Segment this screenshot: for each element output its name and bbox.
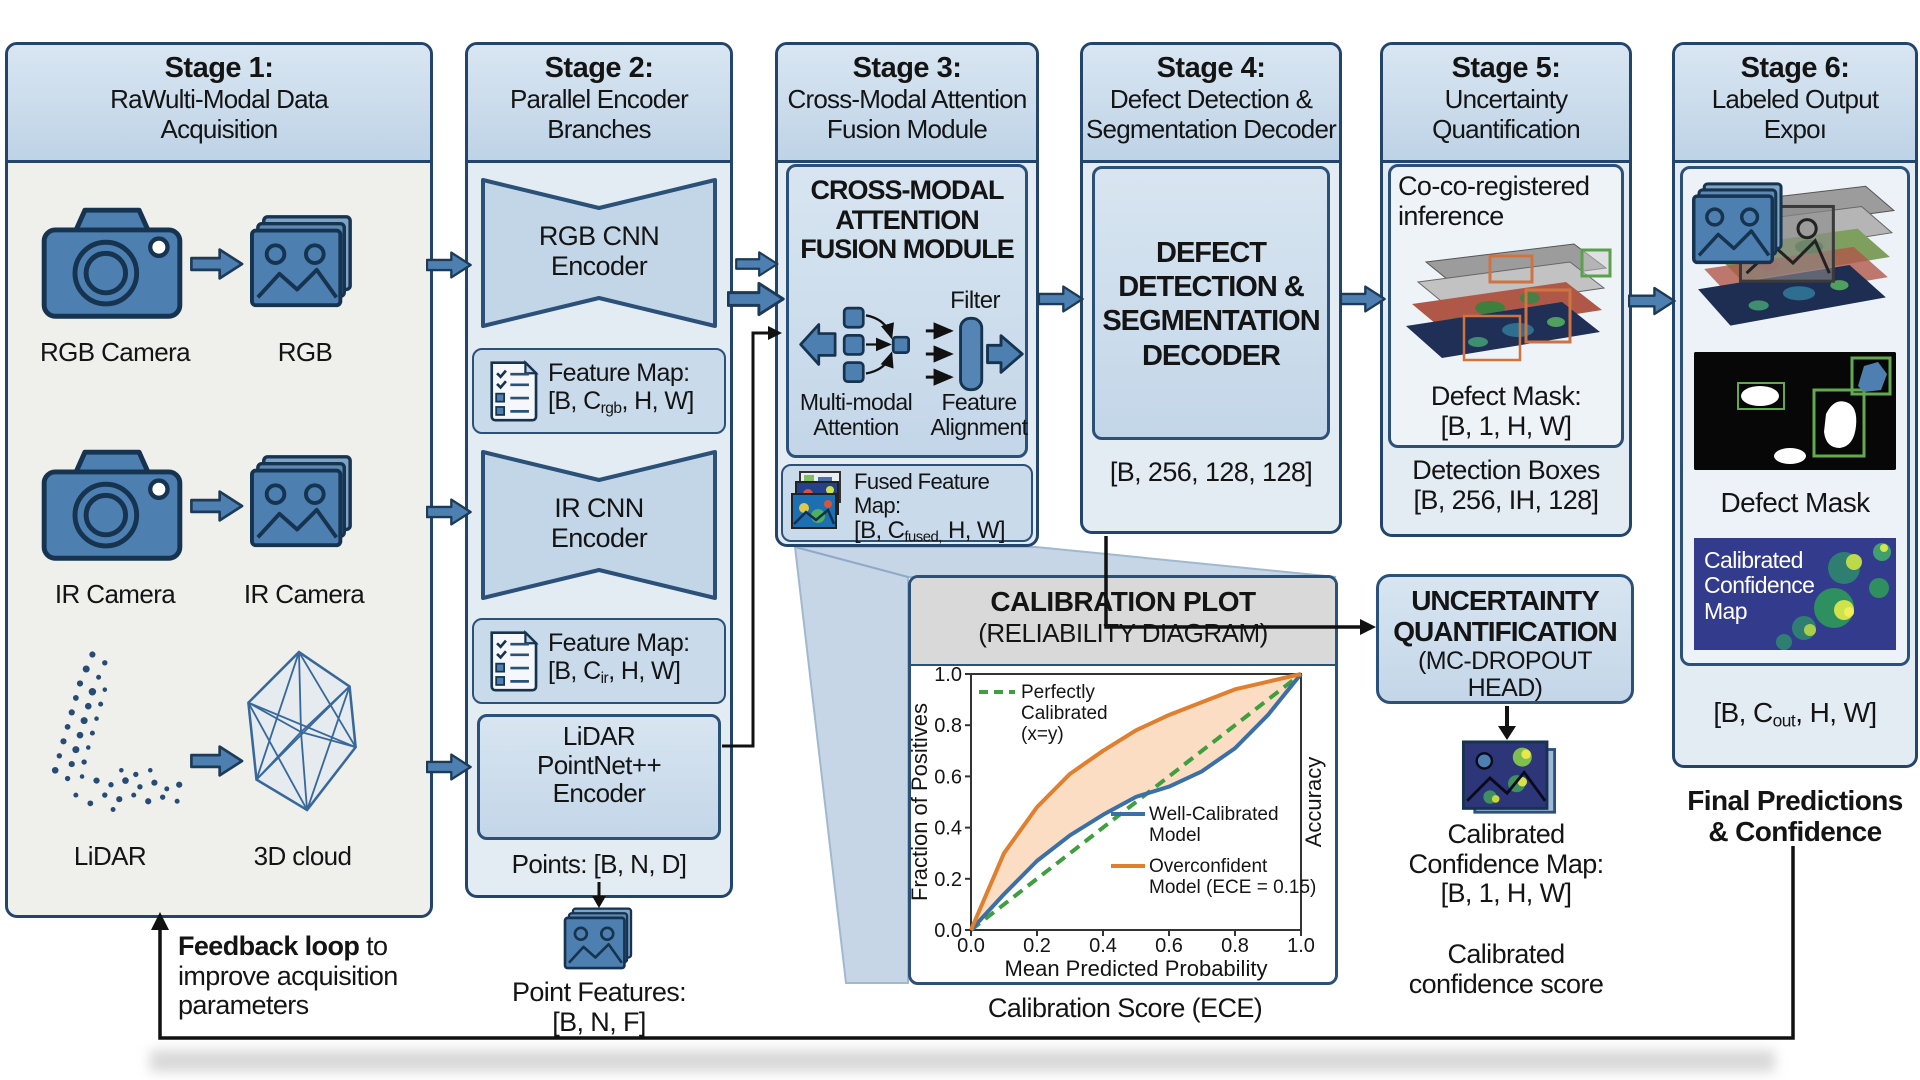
filter-label: Filter	[950, 287, 1000, 314]
3d-cloud-icon	[247, 650, 357, 812]
decoder-label: DEFECT DETECTION & SEGMENTATION DECODER	[1102, 237, 1320, 372]
arrow-right-icon	[190, 490, 244, 522]
points-shape-label: Points: [B, N, D]	[511, 849, 687, 879]
final-predictions-label: Final Predictions & Confidence	[1687, 785, 1903, 847]
rgb-images-icon	[250, 212, 358, 312]
svg-text:0.0: 0.0	[934, 920, 962, 942]
svg-text:Fraction of Positives: Fraction of Positives	[911, 703, 932, 901]
svg-text:0.8: 0.8	[934, 715, 962, 737]
feature-alignment-label: Feature Alignment	[930, 389, 1028, 441]
rgb-encoder-label: RGB CNN Encoder	[538, 221, 660, 281]
ir-images-icon	[250, 452, 358, 552]
output-photo-icon	[1692, 180, 1788, 268]
calibration-score-label: Calibration Score (ECE)	[987, 993, 1263, 1023]
confidence-map-caption: Calibrated Confidence Map	[1704, 547, 1815, 624]
arrow-right-icon	[1340, 281, 1386, 317]
stage4-header: Stage 4: Defect Detection & Segmentation…	[1083, 45, 1339, 163]
arrow-right-icon	[190, 745, 244, 777]
arrow-right-icon	[426, 751, 472, 783]
decoder-shape-label: [B, 256, 128, 128]	[1109, 457, 1313, 487]
point-features-icon	[557, 906, 643, 972]
svg-text:0.6: 0.6	[1155, 935, 1183, 957]
svg-text:1.0: 1.0	[1287, 935, 1315, 957]
svg-text:Calibrated: Calibrated	[1021, 703, 1108, 724]
arrow-right-icon	[1628, 283, 1676, 319]
lidar-pointcloud-icon	[51, 651, 183, 813]
lidar-encoder-label: LiDAR PointNet++ Encoder	[536, 721, 662, 809]
svg-text:0.4: 0.4	[934, 818, 962, 840]
stage3-header: Stage 3: Cross-Modal Attention Fusion Mo…	[778, 45, 1036, 163]
calibrated-confidence-map-label: Calibrated Confidence Map: [B, 1, H, W]	[1408, 819, 1604, 909]
arrow-right-icon	[727, 281, 785, 317]
ir-encoder-shape	[481, 450, 717, 600]
feature-list-icon	[486, 360, 540, 422]
arrow-right-icon	[426, 249, 472, 281]
svg-text:(x=y): (x=y)	[1021, 724, 1064, 745]
calibration-plot-box: CALIBRATION PLOT (RELIABILITY DIAGRAM) 0…	[908, 575, 1338, 985]
svg-text:1.0: 1.0	[934, 666, 962, 686]
stage6-header: Stage 6: Labeled Output Expoı	[1675, 45, 1915, 163]
fusion-module-title: CROSS-MODAL ATTENTION FUSION MODULE	[800, 175, 1015, 265]
svg-text:Model: Model	[1149, 825, 1201, 846]
point-features-label: Point Features: [B, N, F]	[511, 977, 687, 1037]
fused-feature-map-icon	[791, 471, 841, 529]
lidar-label: LiDAR	[73, 841, 147, 871]
svg-text:Model (ECE = 0.15): Model (ECE = 0.15)	[1149, 877, 1316, 898]
ir-encoder-label: IR CNN Encoder	[550, 493, 648, 553]
arrow-right-icon	[190, 248, 244, 280]
rgb-camera-icon	[38, 200, 186, 324]
fused-feature-map-text: Fused Feature Map: [B, Cfused, H, W]	[854, 469, 1006, 547]
output-shape-label: [B, Cout, H, W]	[1713, 697, 1877, 731]
defect-mask-image	[1694, 352, 1896, 470]
lidar-encoder-box	[477, 714, 721, 840]
calibrated-confidence-score-label: Calibrated confidence score	[1408, 939, 1604, 999]
layered-inference-image	[1406, 243, 1612, 362]
ir-feature-map-text: Feature Map: [B, Cir, H, W]	[548, 629, 690, 687]
arrow-right-icon	[426, 496, 472, 528]
3d-cloud-label: 3D cloud	[253, 841, 352, 871]
ir-camera-label: IR Camera	[54, 579, 176, 609]
multimodal-attention-icon	[799, 306, 911, 384]
defect-mask-label: Defect Mask	[1720, 487, 1871, 518]
detection-boxes-label: Detection Boxes [B, 256, IH, 128]	[1412, 455, 1600, 515]
feature-alignment-filter-icon	[925, 316, 1024, 392]
calibration-plot-title: CALIBRATION PLOT (RELIABILITY DIAGRAM)	[911, 578, 1335, 666]
bottom-caption-blur	[150, 1050, 1775, 1072]
arrow-right-icon	[730, 251, 784, 277]
ir-images-label: IR Camera	[243, 579, 365, 609]
arrow-right-icon	[1038, 281, 1084, 317]
decoder-box	[1092, 166, 1330, 440]
svg-text:0.6: 0.6	[934, 766, 962, 788]
svg-text:0.4: 0.4	[1089, 935, 1117, 957]
stage2-header: Stage 2: Parallel Encoder Branches	[468, 45, 730, 163]
rgb-label: RGB	[277, 337, 333, 367]
svg-text:0.8: 0.8	[1221, 935, 1249, 957]
uncertainty-quantification-label: UNCERTAINTY QUANTIFICATION (MC-DROPOUT H…	[1393, 585, 1617, 703]
calibrated-confidence-map-image	[1694, 538, 1896, 650]
defect-mask-shape-label: Defect Mask: [B, 1, H, W]	[1430, 381, 1582, 441]
svg-text:Overconfident: Overconfident	[1149, 856, 1268, 877]
feature-list-icon	[486, 630, 540, 692]
ir-camera-icon	[38, 442, 186, 566]
coregistered-label: Co-co-registered inference	[1398, 171, 1590, 231]
rgb-encoder-shape	[481, 178, 717, 328]
rgb-camera-label: RGB Camera	[39, 337, 191, 367]
stage5-header: Stage 5: Uncertainty Quantification	[1383, 45, 1629, 163]
multimodal-attention-label: Multi-modal Attention	[799, 389, 913, 441]
fusion-module-box	[786, 164, 1028, 458]
confidence-heatmap-icon	[1461, 740, 1557, 814]
svg-text:0.2: 0.2	[1023, 935, 1051, 957]
stage1-header: Stage 1: RaWulti-Modal Data Acquisition	[8, 45, 430, 163]
stage1-title: Stage 1:	[164, 52, 274, 84]
feedback-loop-label: Feedback loop to improve acquisition par…	[178, 931, 398, 1021]
svg-text:0.2: 0.2	[934, 869, 962, 891]
svg-text:Well-Calibrated: Well-Calibrated	[1149, 804, 1279, 825]
svg-text:Accuracy: Accuracy	[1301, 757, 1326, 847]
uncertainty-quantification-box	[1376, 574, 1634, 704]
svg-text:Mean Predicted Probability: Mean Predicted Probability	[1005, 956, 1268, 981]
rgb-feature-map-text: Feature Map: [B, Crgb, H, W]	[548, 359, 694, 417]
svg-text:Perfectly: Perfectly	[1021, 682, 1095, 703]
